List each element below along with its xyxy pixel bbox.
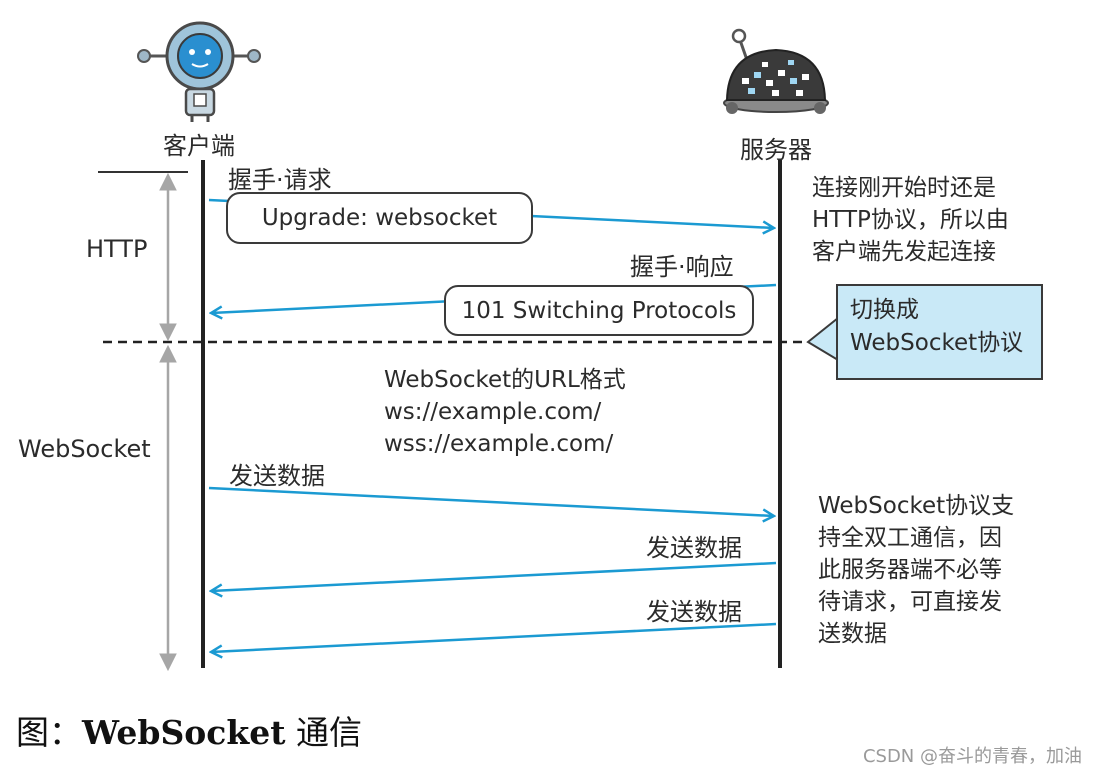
url-format-note: WebSocket的URL格式 ws://example.com/ wss://… — [384, 367, 626, 457]
send-data-label-3: 发送数据 — [646, 598, 742, 626]
handshake-request-label: 握手·请求 — [228, 166, 332, 194]
caption-prefix: 图： — [16, 713, 82, 752]
http-phase-label: HTTP — [86, 235, 148, 263]
figure-caption: 图：WebSocket 通信 — [16, 706, 362, 754]
websocket-phase-label: WebSocket — [18, 435, 151, 463]
robot-client-icon — [137, 21, 261, 122]
robot-server-icon — [723, 28, 829, 114]
send-data-arrow-1 — [208, 486, 774, 516]
upgrade-header-box: Upgrade: websocket — [226, 192, 533, 244]
send-data-arrow-2 — [211, 561, 777, 591]
websocket-phase-arrow — [159, 344, 177, 672]
http-phase-arrow — [159, 172, 177, 342]
client-label: 客户端 — [163, 132, 235, 160]
send-data-label-2: 发送数据 — [646, 534, 742, 562]
caption-bold: WebSocket — [82, 713, 286, 752]
callout-pointer — [806, 315, 839, 362]
send-data-label-1: 发送数据 — [229, 462, 325, 490]
full-duplex-note: WebSocket协议支 持全双工通信，因 此服务器端不必等 待请求，可直接发 … — [818, 493, 1015, 647]
protocol-switch-callout: 切换成 WebSocket协议 — [836, 284, 1043, 380]
caption-suffix: 通信 — [285, 713, 362, 752]
switching-protocols-box: 101 Switching Protocols — [444, 285, 754, 336]
http-note: 连接刚开始时还是 HTTP协议，所以由 客户端先发起连接 — [812, 175, 1009, 265]
send-data-arrow-3 — [211, 622, 777, 652]
handshake-response-label: 握手·响应 — [630, 253, 734, 281]
server-label: 服务器 — [740, 136, 812, 164]
watermark: CSDN @奋斗的青春，加油 — [862, 746, 1082, 767]
